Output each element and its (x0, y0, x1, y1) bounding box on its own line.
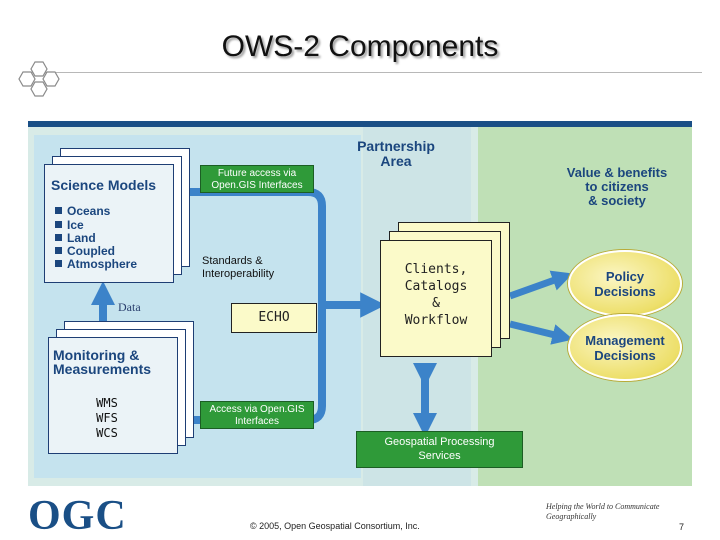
title-divider (30, 72, 702, 73)
management-line2: Decisions (594, 347, 656, 363)
page-number: 7 (679, 522, 685, 532)
partnership-line2: Area (380, 153, 412, 169)
monitoring-heading-line1: Monitoring & (53, 347, 140, 363)
slide-title: OWS-2 Components (221, 30, 499, 63)
value-benefits-heading: Value & benefits to citizens & society (558, 166, 676, 208)
ows-diagram: Science Models Oceans Ice Land Coupled A… (28, 121, 692, 486)
clients-line3: & (432, 296, 440, 311)
copyright-text: © 2005, Open Geospatial Consortium, Inc. (250, 521, 420, 531)
science-models-card: Science Models Oceans Ice Land Coupled A… (44, 164, 174, 283)
list-item: Ice (55, 218, 84, 232)
clients-line4: Workflow (404, 313, 468, 328)
future-access-box: Future access via Open.GIS Interfaces (200, 165, 314, 193)
list-item: Coupled (55, 244, 115, 258)
policy-line1: Policy (605, 268, 645, 284)
science-models-heading: Science Models (51, 177, 157, 193)
value-line1: Value & benefits (566, 165, 668, 180)
service-wcs: WCS (96, 426, 118, 440)
management-line1: Management (585, 332, 665, 348)
management-decisions-oval: Management Decisions (568, 314, 682, 381)
partnership-heading: Partnership Area (346, 139, 446, 169)
clients-line2: Catalogs (404, 279, 468, 294)
list-item: Atmosphere (55, 257, 137, 271)
monitoring-card: Monitoring & Measurements WMS WFS WCS (48, 337, 178, 454)
service-wfs: WFS (96, 411, 118, 425)
geospatial-line2: Services (418, 450, 461, 462)
value-line2: to citizens (585, 179, 649, 194)
list-item: Land (55, 231, 96, 245)
monitoring-heading-line2: Measurements (53, 361, 152, 377)
clients-card: Clients, Catalogs & Workflow (380, 240, 492, 357)
policy-decisions-oval: Policy Decisions (568, 250, 682, 317)
partnership-line1: Partnership (357, 138, 435, 154)
echo-box: ECHO (231, 303, 317, 333)
ogc-logo: OGC (28, 493, 127, 539)
geospatial-line1: Geospatial Processing (384, 436, 495, 448)
service-wms: WMS (96, 396, 118, 410)
service-list: WMS WFS WCS (77, 396, 137, 441)
access-via-box: Access via Open.GIS Interfaces (200, 401, 314, 429)
standards-line1: Standards & (202, 255, 263, 267)
geospatial-processing-box: Geospatial Processing Services (356, 431, 523, 468)
data-label: Data (118, 300, 141, 314)
tagline-text: Helping the World to Communicate Geograp… (546, 502, 660, 521)
hexagon-logo-icon (18, 61, 60, 97)
policy-line2: Decisions (594, 283, 656, 299)
standards-label: Standards & Interoperability (202, 255, 274, 281)
list-item: Oceans (55, 204, 110, 218)
value-line3: & society (588, 193, 646, 208)
standards-line2: Interoperability (202, 268, 275, 280)
clients-line1: Clients, (404, 262, 468, 277)
